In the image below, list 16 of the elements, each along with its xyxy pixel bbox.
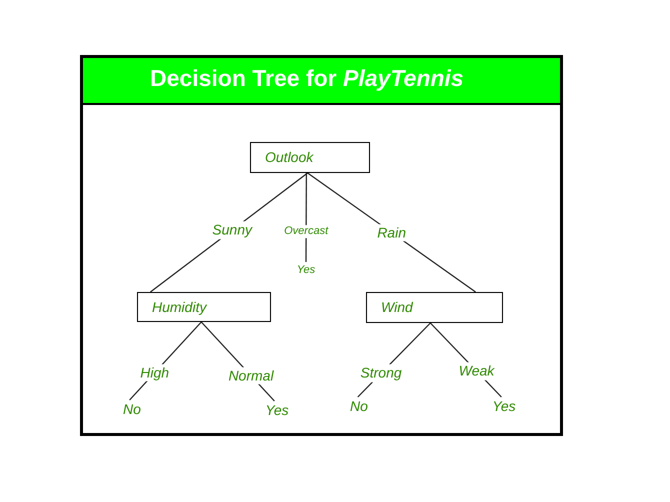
decision-node-box: Outlook bbox=[250, 142, 370, 173]
decision-node-box: Humidity bbox=[137, 292, 271, 322]
title: Decision Tree for PlayTennis bbox=[150, 64, 464, 93]
edge-label: Overcast bbox=[282, 224, 330, 239]
edge-label: High bbox=[138, 364, 172, 382]
edge-label: Rain bbox=[375, 224, 408, 242]
leaf-label: No bbox=[120, 400, 144, 418]
leaf-label: Yes bbox=[264, 401, 290, 419]
leaf-label: No bbox=[347, 397, 371, 415]
edge-label: Normal bbox=[226, 366, 276, 384]
leaf-label: Yes bbox=[491, 397, 517, 415]
edge-label: Strong bbox=[358, 364, 404, 382]
leaf-label: Yes bbox=[292, 262, 320, 279]
decision-node-box: Wind bbox=[366, 292, 503, 323]
edge-label: Sunny bbox=[210, 221, 254, 239]
edge-label: Weak bbox=[456, 362, 496, 380]
